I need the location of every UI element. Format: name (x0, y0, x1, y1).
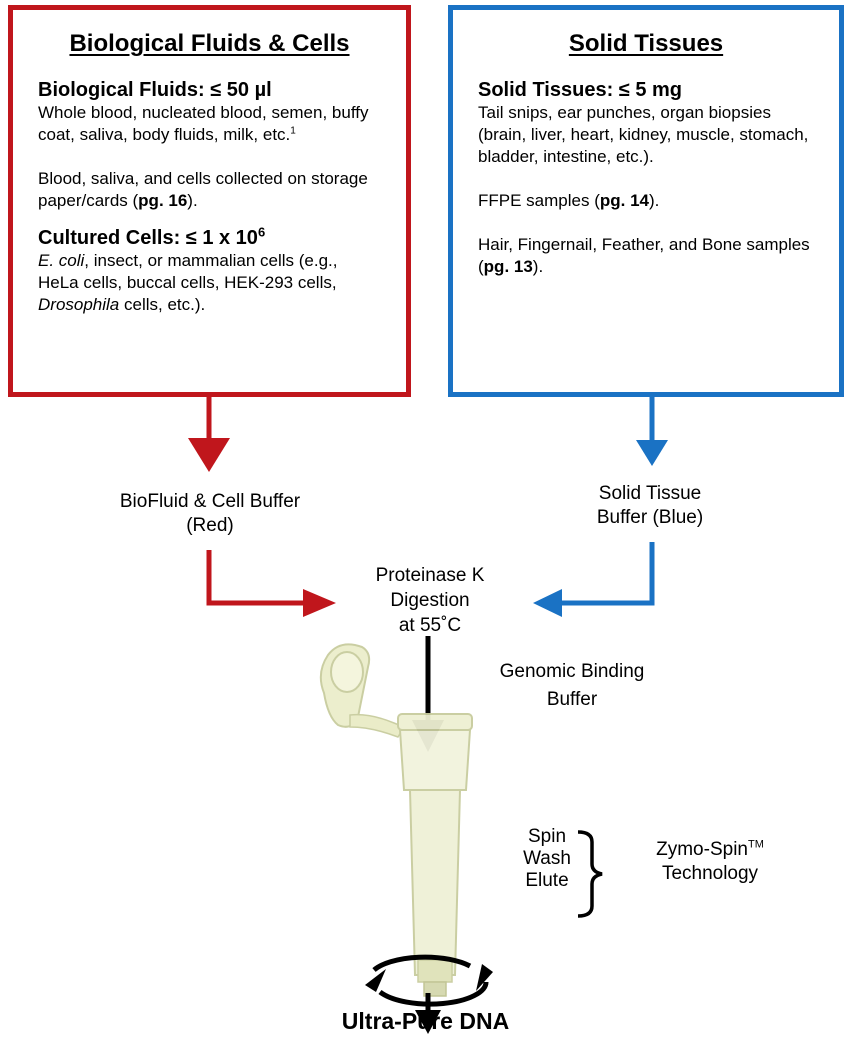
blue-down-arrow-head (636, 440, 668, 466)
binding-buffer-label: Genomic Binding Buffer (499, 661, 645, 710)
red-buffer-label: BioFluid & Cell Buffer (Red) (119, 491, 301, 536)
final-down-arrow-head (415, 1010, 441, 1034)
biological-fluids-title: Biological Fluids & Cells (69, 30, 350, 57)
ffpe-text: FFPE samples (pg. 14). (478, 191, 660, 210)
solid-tissues-box: Solid Tissues Solid Tissues: ≤ 5 mg Tail… (448, 5, 844, 397)
spin-column-icon (319, 643, 473, 997)
digestion-label: Proteinase K Digestion at 55˚C (375, 565, 485, 636)
steps-brace (577, 830, 603, 918)
spin-wash-elute-steps: Spin Wash Elute (517, 826, 577, 892)
blue-elbow-arrow-line (560, 542, 655, 606)
step-elute: Elute (525, 870, 569, 891)
fluids-footnote: 1 (290, 125, 296, 137)
rotation-arrowhead-right (476, 964, 493, 991)
tissue-text: Tail snips, ear punches, organ biopsies … (478, 103, 809, 166)
cultured-cells-text: E. coli, insect, or mammalian cells (e.g… (38, 251, 338, 314)
fluids-heading: Biological Fluids: ≤ 50 µl (38, 79, 272, 101)
hair-page-ref: pg. 13 (483, 257, 533, 276)
blue-elbow-arrow-head (533, 589, 562, 617)
storage-paper-page-ref: pg. 16 (138, 191, 188, 210)
step-spin: Spin (527, 826, 567, 847)
step-wash: Wash (523, 848, 571, 869)
blue-buffer-label: Solid Tissue Buffer (Blue) (596, 483, 704, 528)
ultra-pure-dna-label: Ultra-Pure DNA (341, 1008, 510, 1034)
fluids-text: Whole blood, nucleated blood, semen, buf… (38, 103, 369, 144)
zymo-spin-technology-label: Zymo-SpinTM Technology (656, 838, 764, 884)
rotation-arrowhead-left (365, 969, 386, 992)
hair-text: Hair, Fingernail, Feather, and Bone samp… (478, 235, 810, 276)
red-elbow-arrow-head (303, 589, 336, 617)
spin-rotation-icon (372, 954, 489, 1007)
storage-paper-text: Blood, saliva, and cells collected on st… (38, 169, 368, 210)
solid-tissues-title: Solid Tissues (568, 30, 724, 57)
tissue-heading: Solid Tissues: ≤ 5 mg (478, 79, 682, 101)
red-elbow-arrow-line (206, 550, 305, 606)
cultured-cells-heading: Cultured Cells: ≤ 1 x 106 (38, 224, 266, 249)
red-down-arrow-head (188, 438, 230, 472)
ffpe-page-ref: pg. 14 (599, 191, 649, 210)
biological-fluids-box: Biological Fluids & Cells Biological Flu… (8, 5, 411, 397)
